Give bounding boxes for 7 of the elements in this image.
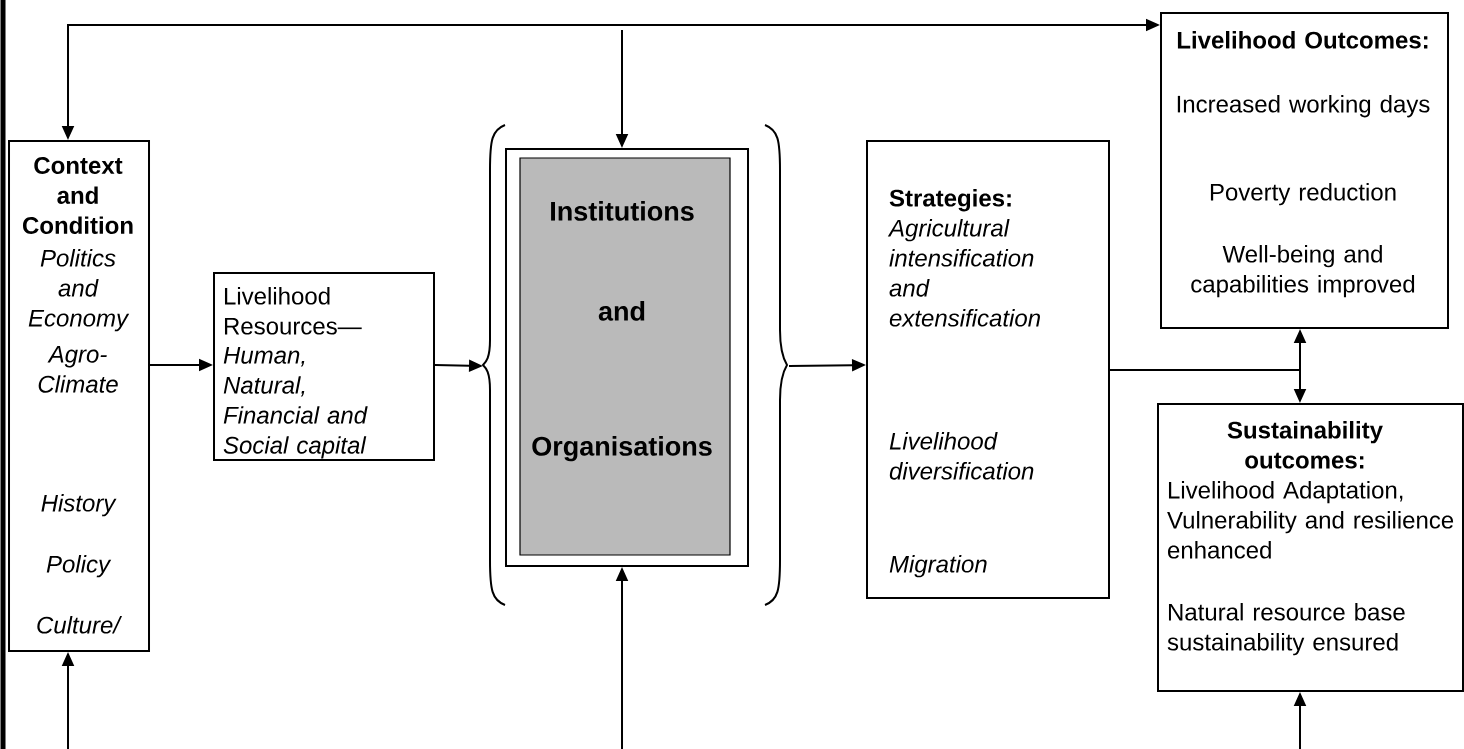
context-box: Context and Condition Politics and Economy Agro-Climate History Policy Culture/ bbox=[8, 140, 150, 652]
resources-box: Livelihood Resources— Human, Natural, Financial and Social capital bbox=[213, 272, 435, 461]
outcomes-box: Livelihood Outcomes: Increased working days Poverty reduction Well-being and capabilities improved bbox=[1160, 12, 1449, 329]
brace-pair bbox=[482, 124, 788, 606]
institutions-box: Institutions and Organisations bbox=[505, 148, 749, 567]
strategies-box: Strategies: Agricultural intensification and extensification Livelihood diversification Migration bbox=[866, 140, 1110, 599]
sustainability-box: Sustainability outcomes: Livelihood Adaptation, Vulnerability and resilience enhanced Natural resource base sustainability ensured bbox=[1157, 403, 1464, 692]
